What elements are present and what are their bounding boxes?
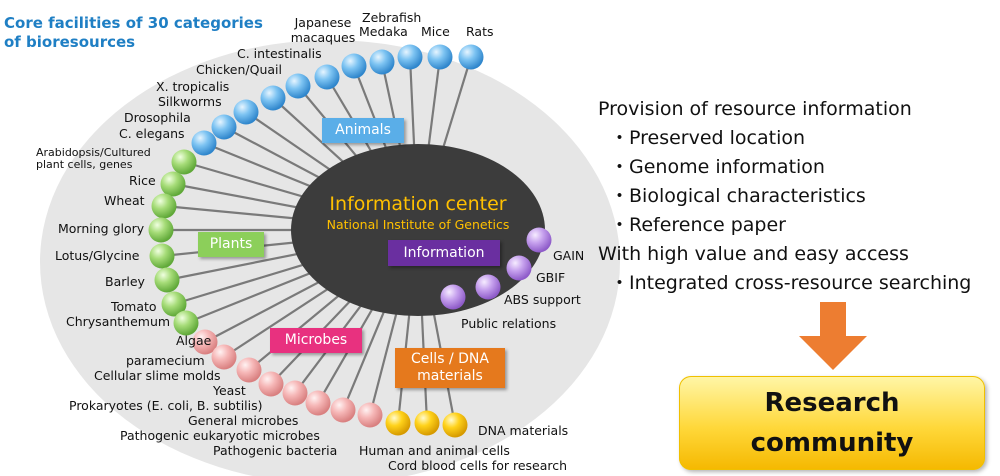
node-yeast [258, 371, 284, 397]
node-gain [526, 227, 552, 253]
node-c-elegans [191, 130, 217, 156]
research-line-1: Research [764, 388, 900, 418]
node-silkworms [233, 99, 259, 125]
panel-bullet-genome-information: ・Genome information [610, 156, 825, 178]
label-rats: Rats [466, 24, 494, 39]
panel-bullet-reference-paper: ・Reference paper [610, 214, 786, 236]
label-tomato: Tomato [111, 299, 157, 314]
label-dna-materials: DNA materials [478, 423, 569, 438]
node-rats [458, 44, 484, 70]
node-morning-glory [148, 217, 174, 243]
label-drosophila: Drosophila [124, 110, 191, 125]
node-wheat [151, 193, 177, 219]
node-human-animal-cells [385, 410, 411, 436]
node-algae [192, 329, 218, 355]
label-lotus-glycine: Lotus/Glycine [55, 248, 140, 263]
label-chicken-quail: Chicken/Quail [196, 62, 282, 77]
node-prokaryotes [282, 380, 308, 406]
node-chicken-quail [285, 73, 311, 99]
label-c-elegans: C. elegans [119, 126, 185, 141]
node-japanese-macaques [341, 53, 367, 79]
page-heading: Core facilities of 30 categories of bior… [4, 14, 263, 52]
label-human-animal-cells: Human and animal cells [359, 443, 510, 458]
node-chrysanthemum [173, 310, 199, 336]
label-mice: Mice [421, 24, 450, 39]
center-title: Information center [329, 193, 506, 215]
panel-bullet-biological-characteristics: ・Biological characteristics [610, 185, 866, 207]
label-x-tropicalis: X. tropicalis [156, 79, 230, 94]
node-public-relations [440, 284, 466, 310]
node-pathogenic-bacteria [357, 402, 383, 428]
label-c-intestinalis: C. intestinalis [237, 46, 322, 61]
label-arabidopsis: Arabidopsis/Cultured plant cells, genes [36, 146, 151, 171]
label-prokaryotes: Prokaryotes (E. coli, B. subtilis) [69, 398, 263, 413]
heading-line-1: Core facilities of 30 categories [4, 14, 263, 32]
label-rice: Rice [129, 173, 156, 188]
label-gbif: GBIF [536, 270, 566, 285]
node-general-microbes [305, 390, 331, 416]
label-medaka: Medaka [359, 24, 408, 39]
label-algae: Algae [176, 333, 212, 348]
node-mice [427, 44, 453, 70]
category-cells-dna: Cells / DNA materials [395, 348, 505, 388]
panel-bullet-preserved-location: ・Preserved location [610, 127, 806, 149]
label-wheat: Wheat [104, 193, 145, 208]
resource-nodes [148, 44, 552, 438]
label-chrysanthemum: Chrysanthemum [66, 314, 171, 329]
node-lotus-glycine [149, 243, 175, 269]
label-pathogenic-eukaryotic-microbes: Pathogenic eukaryotic microbes [120, 428, 320, 443]
research-community-box: Research community [679, 376, 985, 470]
research-line-2: community [750, 428, 914, 458]
arrow-down-icon [799, 336, 867, 370]
category-animals: Animals [322, 118, 404, 143]
label-yeast: Yeast [213, 383, 246, 398]
node-rice [160, 171, 186, 197]
node-pathogenic-eukaryotic-microbes [330, 397, 356, 423]
label-barley: Barley [105, 274, 145, 289]
label-japanese-macaques: Japanese macaques [290, 15, 356, 45]
node-c-intestinalis [314, 64, 340, 90]
label-paramecium: paramecium [126, 353, 205, 368]
node-cellular-slime-molds [236, 357, 262, 383]
node-barley [154, 267, 180, 293]
node-gbif [506, 255, 532, 281]
category-plants: Plants [198, 232, 264, 257]
center-ellipse [291, 144, 545, 316]
node-paramecium [211, 344, 237, 370]
label-cord-blood-cells: Cord blood cells for research [388, 458, 568, 473]
category-information: Information [388, 240, 500, 266]
node-cord-blood-cells [414, 410, 440, 436]
node-tomato [161, 291, 187, 317]
label-pathogenic-bacteria: Pathogenic bacteria [213, 443, 338, 458]
node-dna-materials [442, 412, 468, 438]
node-zebrafish [397, 44, 423, 70]
node-abs-support [475, 274, 501, 300]
label-gain: GAIN [553, 248, 585, 263]
node-arabidopsis [171, 149, 197, 175]
panel-bullet-cross-resource-search: ・Integrated cross-resource searching [610, 272, 972, 294]
heading-line-2: of bioresources [4, 33, 136, 51]
label-morning-glory: Morning glory [58, 221, 145, 236]
panel-heading-1: Provision of resource information [598, 98, 912, 120]
node-drosophila [211, 114, 237, 140]
label-cellular-slime-molds: Cellular slime molds [94, 368, 221, 383]
label-public-relations: Public relations [461, 316, 557, 331]
panel-heading-2: With high value and easy access [598, 243, 909, 265]
label-general-microbes: General microbes [188, 413, 299, 428]
category-microbes: Microbes [270, 328, 362, 353]
info-panel: Provision of resource information ・Prese… [598, 95, 971, 298]
center-subtitle: National Institute of Genetics [327, 217, 510, 232]
label-zebrafish: Zebrafish [362, 10, 422, 25]
label-abs-support: ABS support [504, 292, 581, 307]
node-x-tropicalis [260, 85, 286, 111]
node-medaka [369, 49, 395, 75]
label-silkworms: Silkworms [158, 94, 222, 109]
arrow-shaft [820, 302, 846, 336]
